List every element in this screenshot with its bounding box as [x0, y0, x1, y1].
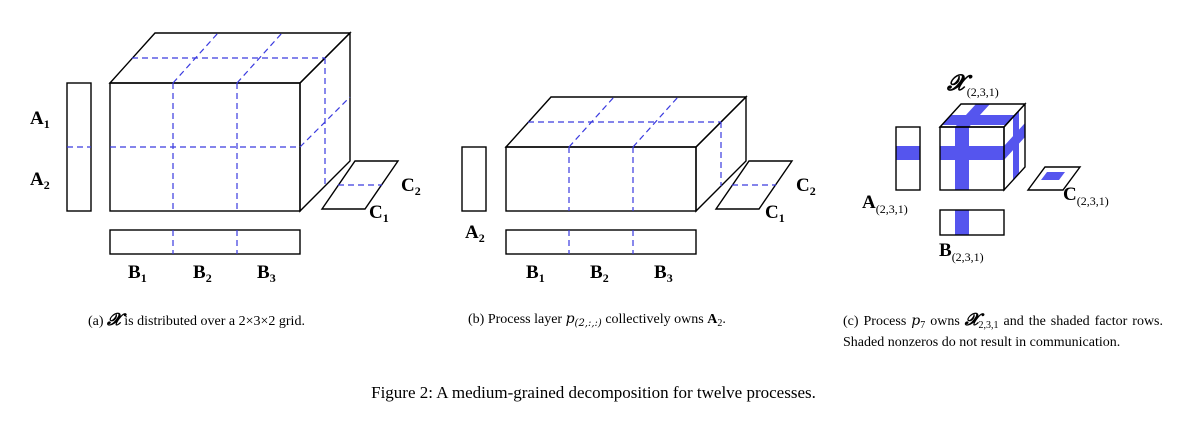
panel-a-label-c2: C2: [401, 175, 421, 198]
decomposition-figure: .edge { fill: none; stroke: #000; stroke…: [30, 31, 1109, 285]
panel-b-label-a2: A2: [465, 222, 485, 245]
panel-c-diagram: 𝓧(2,3,1) A(2,3,1) B(2,3,1) C(2,3,1): [862, 70, 1109, 264]
panel-c-label-b: B(2,3,1): [939, 240, 984, 264]
panel-c-shade-right-b: [1013, 110, 1019, 180]
panel-a-label-b3: B3: [257, 262, 276, 285]
panel-c-factor-c: [1026, 166, 1082, 191]
panel-a-caption: (a) 𝓧 is distributed over a 2×3×2 grid.: [88, 310, 305, 329]
panel-b-label-c2: C2: [796, 175, 816, 198]
panel-c-label-x: 𝓧(2,3,1): [946, 70, 999, 99]
panel-a-factor-b: [109, 229, 301, 255]
panel-c-subtensor: [938, 102, 1027, 192]
panel-c-label-a: A(2,3,1): [862, 192, 908, 216]
panel-b-factor-c: [714, 160, 794, 210]
panel-c-shade-top-b: [942, 115, 1015, 125]
panel-b-label-b2: B2: [590, 262, 609, 285]
panel-a-label-a2: A2: [30, 169, 50, 192]
figure-caption: Figure 2: A medium-grained decomposition…: [371, 383, 816, 402]
panel-a-label-a1: A1: [30, 108, 50, 131]
panel-a-label-b2: B2: [193, 262, 212, 285]
panel-b-caption: (b) Process layer p(2,:,:) collectively …: [468, 311, 726, 329]
panel-b-label-b3: B3: [654, 262, 673, 285]
panel-a-label-c1: C1: [369, 202, 389, 225]
panel-a-diagram: A1 A2 C2 C1 B1 B2 B3: [30, 31, 421, 285]
panel-a-factor-a: [66, 82, 92, 212]
panel-a-label-b1: B1: [128, 262, 147, 285]
panel-c-label-c: C(2,3,1): [1063, 184, 1109, 208]
panel-b-tensor-layer: [504, 95, 748, 213]
panel-b-factor-a: [461, 146, 487, 212]
panel-c-caption: (c) Process p7 owns 𝓧2,3,1 and the shade…: [843, 310, 1164, 350]
panel-c-factor-a: [895, 126, 921, 191]
panel-a-factor-c: [320, 160, 400, 210]
panel-b-factor-b: [505, 229, 697, 255]
panel-a-tensor-cube: [108, 31, 352, 213]
panel-b-label-c1: C1: [765, 202, 785, 225]
panel-c-shade-front-horizontal: [940, 146, 1004, 160]
panel-b-diagram: A2 C2 C1 B1 B2 B3: [461, 95, 816, 285]
panel-b-label-b1: B1: [526, 262, 545, 285]
panel-c-factor-b: [939, 209, 1005, 236]
